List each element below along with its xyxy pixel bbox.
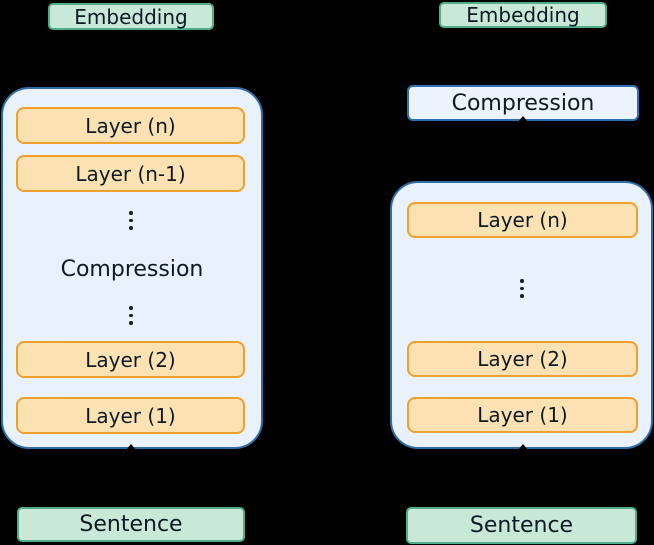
right-middle-arrow-stem xyxy=(522,122,524,181)
right-sentence-box: Sentence xyxy=(406,507,637,544)
right-layer-1-box: Layer (1) xyxy=(407,397,638,433)
right-compression-label: Compression xyxy=(451,90,595,116)
left-embedding-label: Embedding xyxy=(74,4,188,29)
left-top-arrow-stem xyxy=(130,30,132,86)
right-compression-arrowhead-icon xyxy=(518,116,528,122)
right-layer-2-label: Layer (2) xyxy=(477,347,568,371)
left-layer-1-box: Layer (1) xyxy=(16,397,245,434)
right-embedding-box: Embedding xyxy=(439,2,607,28)
left-embedding-box: Embedding xyxy=(48,3,214,30)
right-layer-1-label: Layer (1) xyxy=(477,403,568,427)
right-bottom-arrow-stem xyxy=(522,450,524,507)
left-layer-2-box: Layer (2) xyxy=(16,341,245,378)
left-layer-1-label: Layer (1) xyxy=(85,403,176,428)
vertical-ellipsis-icon xyxy=(129,211,133,230)
right-layer-n-label: Layer (n) xyxy=(477,208,568,232)
right-layer-2-box: Layer (2) xyxy=(407,341,638,377)
left-layer-n-minus-1-label: Layer (n-1) xyxy=(75,161,186,186)
right-bottom-arrowhead-icon xyxy=(518,444,528,450)
left-layer-n-minus-1-box: Layer (n-1) xyxy=(16,155,245,192)
left-layer-stack-container xyxy=(1,87,263,449)
left-layer-n-box: Layer (n) xyxy=(16,107,245,144)
left-compression-label: Compression xyxy=(60,256,204,282)
left-sentence-label: Sentence xyxy=(79,512,183,537)
vertical-ellipsis-icon xyxy=(129,306,133,325)
right-sentence-label: Sentence xyxy=(469,513,574,538)
left-layer-2-label: Layer (2) xyxy=(85,347,176,372)
vertical-ellipsis-icon xyxy=(520,279,524,298)
left-bottom-arrow-stem xyxy=(130,450,132,507)
left-compression-label-wrap: Compression xyxy=(1,255,263,283)
left-bottom-arrowhead-icon xyxy=(126,444,136,450)
right-top-arrow-stem xyxy=(522,28,524,85)
left-sentence-box: Sentence xyxy=(17,507,245,542)
right-embedding-label: Embedding xyxy=(466,3,580,27)
right-layer-n-box: Layer (n) xyxy=(407,202,638,238)
left-layer-n-label: Layer (n) xyxy=(85,113,176,138)
